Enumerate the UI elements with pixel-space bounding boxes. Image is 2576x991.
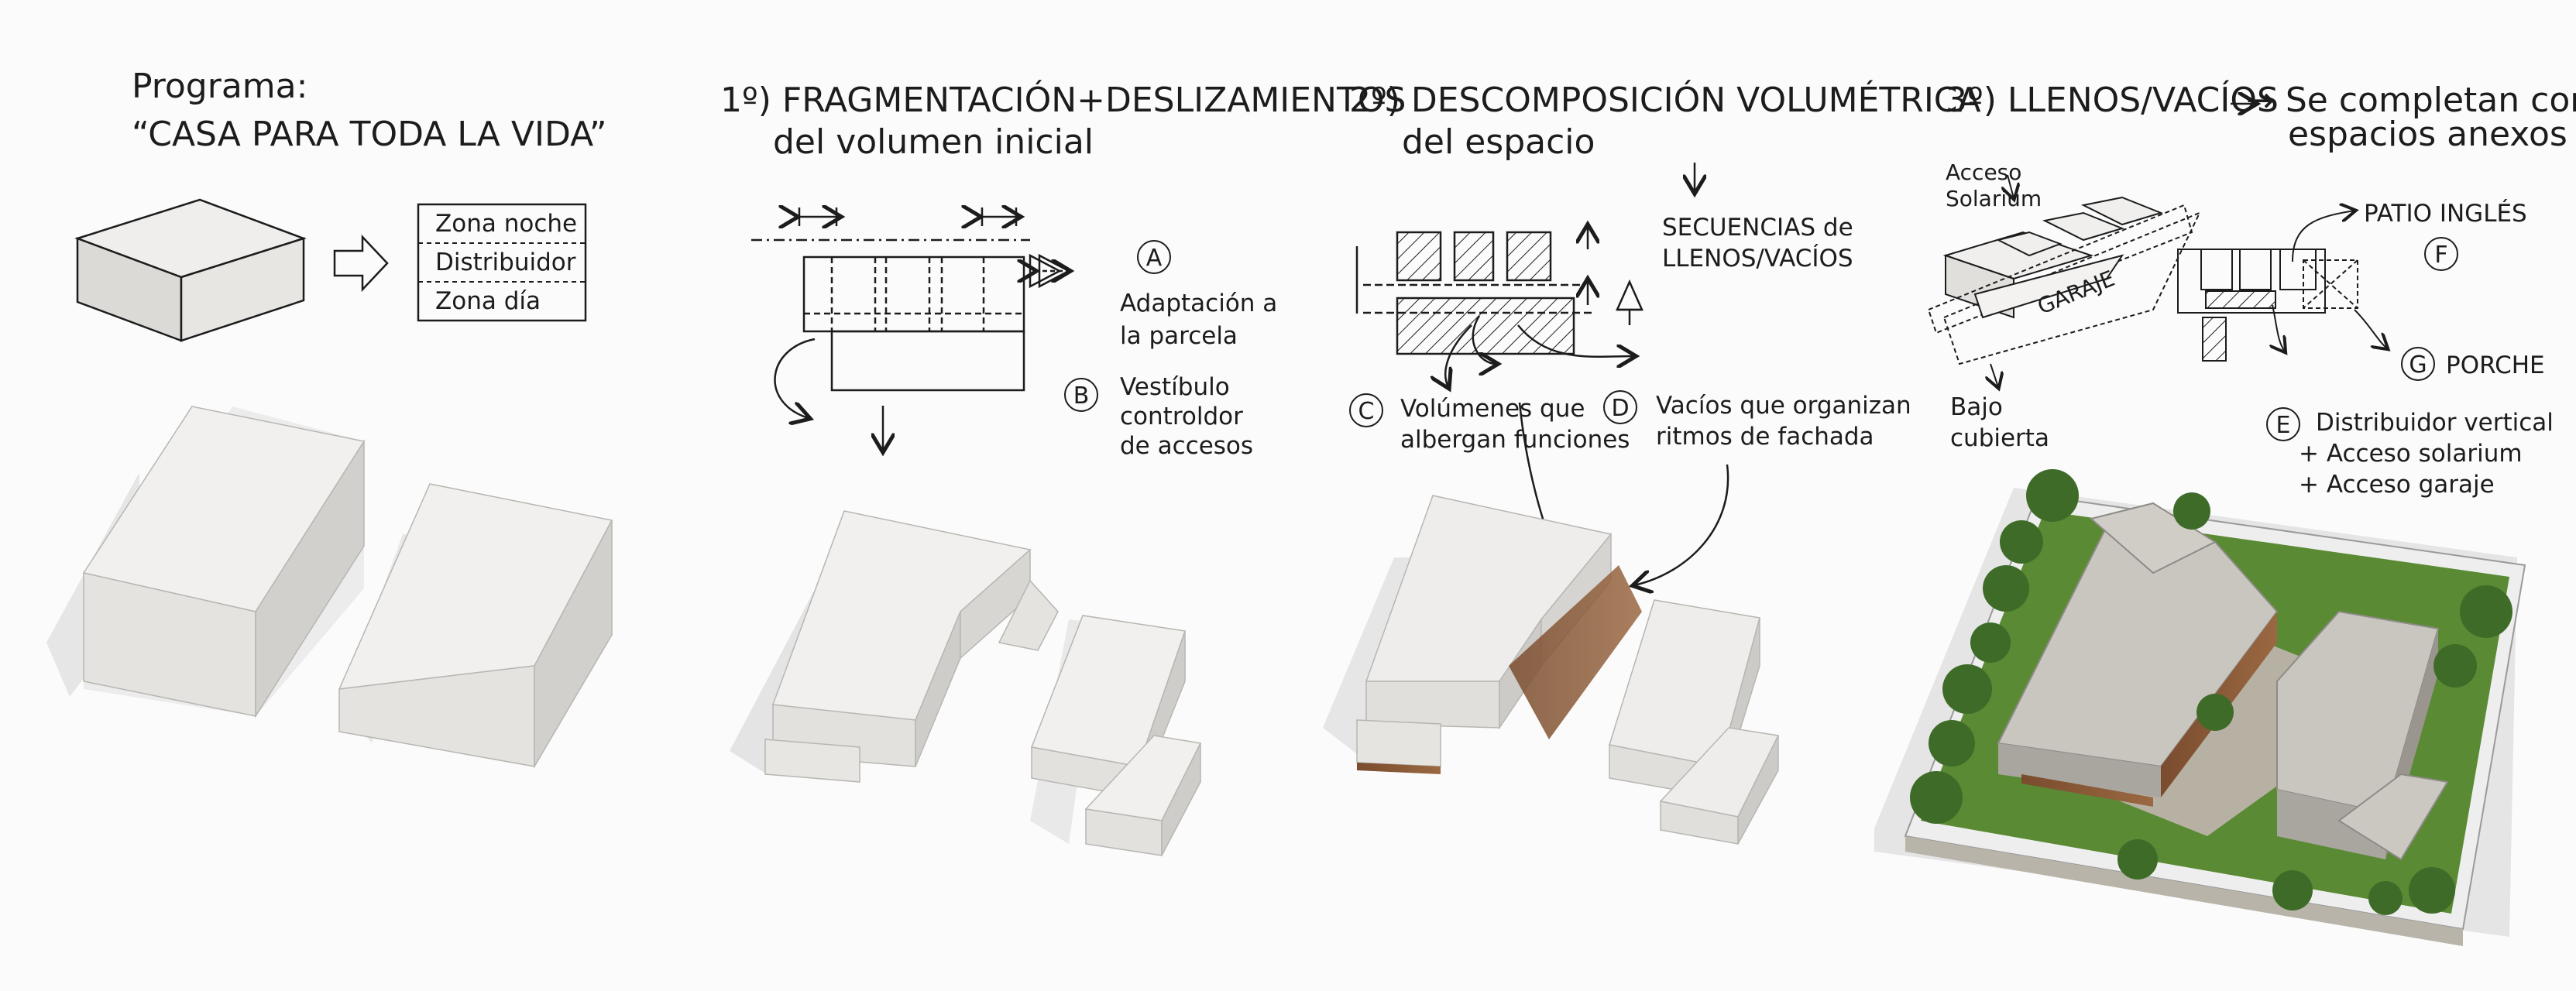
note-c-line1: Volúmenes que (1400, 395, 1585, 423)
step3-arrow-text-line1: → Se completan con (2246, 81, 2576, 120)
zone-list-box (417, 203, 587, 322)
split-volumes-render (46, 406, 613, 769)
final-site-render (1874, 469, 2526, 946)
acceso-line2: Solarium (1946, 186, 2042, 211)
note-d-line2: ritmos de fachada (1656, 423, 1874, 451)
note-b-line2: controldor (1120, 403, 1243, 430)
note-f-letter: F (2424, 237, 2458, 271)
zone-noche: Zona noche (435, 210, 578, 238)
note-a-line2: la parcela (1120, 322, 1238, 350)
note-c: C (1349, 393, 1389, 427)
step2-subtitle: del espacio (1402, 122, 1595, 162)
note-f: F (2424, 237, 2464, 271)
program-title-name: “CASA PARA TODA LA VIDA” (132, 115, 607, 154)
note-b-line1: Vestíbulo (1120, 373, 1230, 401)
sequences-line2: LLENOS/VACÍOS (1662, 245, 1853, 273)
note-a-line1: Adaptación a (1120, 290, 1278, 317)
note-d: D (1603, 390, 1643, 424)
step3-arrow-text-line2: espacios anexos (2288, 115, 2567, 154)
zone-distribuidor: Distribuidor (435, 249, 576, 276)
voids-section-sketch (1355, 163, 1729, 585)
sequences-line1: SECUENCIAS de (1662, 214, 1853, 242)
note-c-line2: albergan funciones (1400, 426, 1630, 454)
hollow-arrow (333, 234, 389, 293)
note-e: E (2266, 407, 2306, 441)
note-g-letter: G (2401, 347, 2435, 381)
note-e-line2: + Acceso solarium (2299, 440, 2523, 468)
note-e-letter: E (2266, 407, 2300, 441)
zone-dia: Zona día (435, 287, 541, 315)
note-b: B (1064, 378, 1104, 412)
note-d-line1: Vacíos que organizan (1656, 392, 1911, 420)
patio-ingles-label: PATIO INGLÉS (2364, 200, 2527, 228)
step2-title: 2º) DESCOMPOSICIÓN VOLUMÉTRICA (1349, 81, 1981, 120)
note-d-letter: D (1603, 390, 1637, 424)
note-c-letter: C (1349, 393, 1383, 427)
note-g: G (2401, 347, 2441, 381)
porche-label: PORCHE (2446, 351, 2545, 379)
decomposed-volumes-render (1323, 495, 1780, 845)
initial-volume-box (74, 198, 307, 342)
note-a-letter: A (1137, 240, 1171, 274)
note-b-letter: B (1064, 378, 1098, 412)
step3-title: 3º) LLENOS/VACÍOS (1946, 81, 2279, 120)
step1-subtitle: del volumen inicial (773, 122, 1094, 162)
fragmentation-sketch (751, 207, 1069, 451)
note-a: A (1137, 240, 1177, 274)
note-e-line1: Distribuidor vertical (2316, 409, 2554, 437)
acceso-line1: Acceso (1946, 159, 2022, 185)
bajo-line2: cubierta (1950, 424, 2049, 452)
note-e-line3: + Acceso garaje (2299, 471, 2495, 499)
step1-title: 1º) FRAGMENTACIÓN+DESLIZAMIENTOS (720, 81, 1406, 120)
note-b-line3: de accesos (1120, 432, 1254, 460)
fragmented-volumes-render (730, 510, 1202, 856)
annex-spaces-sketch (1927, 104, 2387, 387)
program-title-label: Programa: (132, 67, 308, 106)
bajo-line1: Bajo (1950, 393, 2003, 421)
